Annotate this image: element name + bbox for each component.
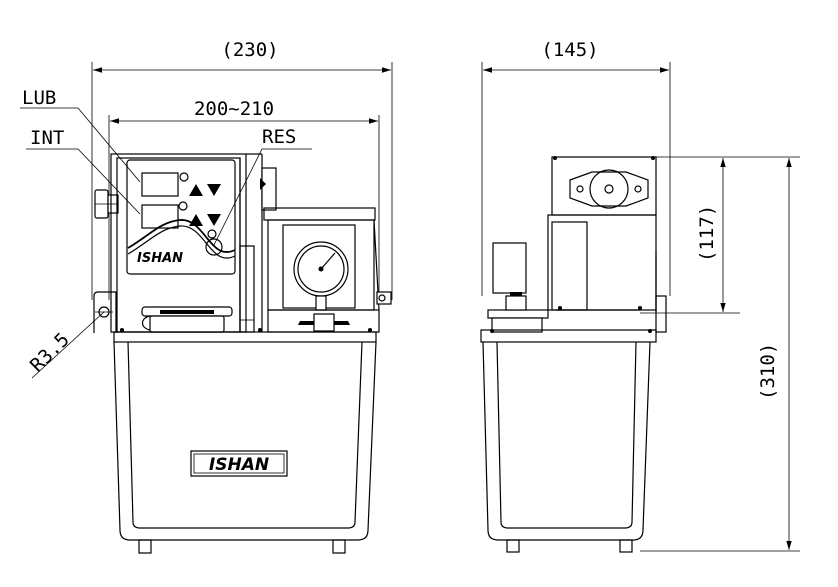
lub-down-arrow-icon: [207, 184, 221, 196]
dimension-side-overall-width: (145): [481, 39, 671, 296]
int-up-arrow-icon: [189, 214, 203, 226]
level-sensor: [239, 245, 255, 333]
res-label: RES: [262, 126, 296, 148]
dimension-front-overall-width: (230): [91, 39, 393, 300]
pressure-gauge: [293, 241, 349, 311]
pump-body: [263, 207, 392, 333]
lub-label: LUB: [22, 87, 56, 109]
reset-button: [205, 238, 223, 256]
side-filler-cap: [487, 292, 549, 333]
side-top-flange: [480, 295, 667, 343]
side-top-height-label: (117): [696, 205, 718, 262]
int-down-arrow-icon: [207, 214, 221, 226]
control-panel: ISHAN: [126, 159, 236, 275]
side-view: (145) (117) (310): [480, 39, 800, 553]
front-overall-width-label: (230): [221, 39, 278, 61]
front-view: (230) 200~210 LUB INT RES R3.5: [20, 39, 393, 554]
callout-res: RES: [213, 126, 312, 246]
dimension-side-top-height: (117): [640, 156, 740, 314]
front-mount-width-label: 200~210: [194, 98, 274, 120]
side-reservoir-tank: [482, 341, 651, 553]
side-control-box: [492, 242, 527, 294]
front-top-flange: [113, 328, 377, 343]
int-display: [141, 204, 179, 229]
side-pump-housing: [547, 214, 657, 312]
panel-logo: ISHAN: [137, 251, 183, 266]
dimension-side-overall-height: (310): [640, 156, 800, 552]
mount-radius-label: R3.5: [26, 329, 74, 377]
side-motor-box: [551, 156, 657, 216]
int-label: INT: [30, 127, 64, 149]
callout-int: INT: [26, 127, 141, 215]
lub-up-arrow-icon: [189, 184, 203, 196]
callout-lub: LUB: [20, 87, 141, 183]
dimension-front-mount-width: 200~210: [108, 98, 380, 300]
side-overall-height-label: (310): [757, 343, 779, 400]
front-reservoir-tank: ISHAN: [113, 341, 377, 554]
callout-mount-radius: R3.5: [26, 311, 105, 379]
lub-display: [141, 172, 179, 197]
front-side-fitting: [94, 189, 119, 219]
mounting-bracket: [93, 291, 117, 333]
filler-cap: [141, 306, 233, 333]
tank-logo: ISHAN: [209, 455, 269, 475]
side-overall-width-label: (145): [541, 39, 598, 61]
